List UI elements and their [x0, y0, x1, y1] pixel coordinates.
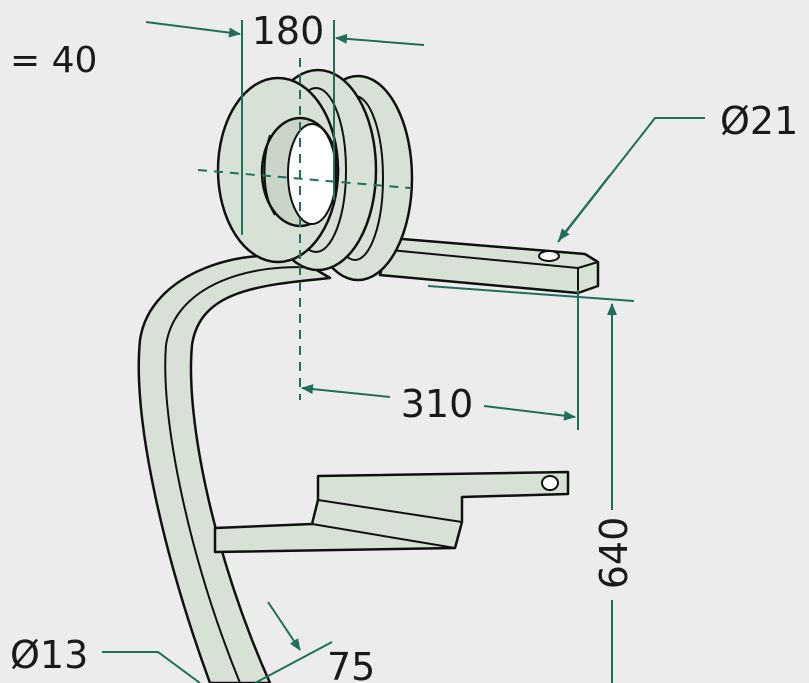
label-prefix-value: = 40	[10, 40, 97, 81]
tine-leg	[137, 254, 332, 683]
label-width-top: 180	[252, 9, 325, 53]
label-height: 640	[592, 517, 636, 590]
label-horizontal-offset: 310	[401, 382, 474, 426]
dimension-lines	[102, 20, 705, 683]
label-hole-diameter: Ø21	[720, 99, 798, 143]
arm-hole	[538, 250, 560, 262]
dimension-labels: 180 Ø21 = 40 310 640 Ø13 75	[10, 9, 798, 683]
label-tip-offset: 75	[327, 645, 375, 683]
tine-arm	[378, 236, 600, 295]
tine-detail	[213, 470, 570, 554]
detail-hole	[541, 475, 559, 491]
label-wire-diameter: Ø13	[10, 633, 88, 677]
tine-coil	[216, 68, 414, 282]
